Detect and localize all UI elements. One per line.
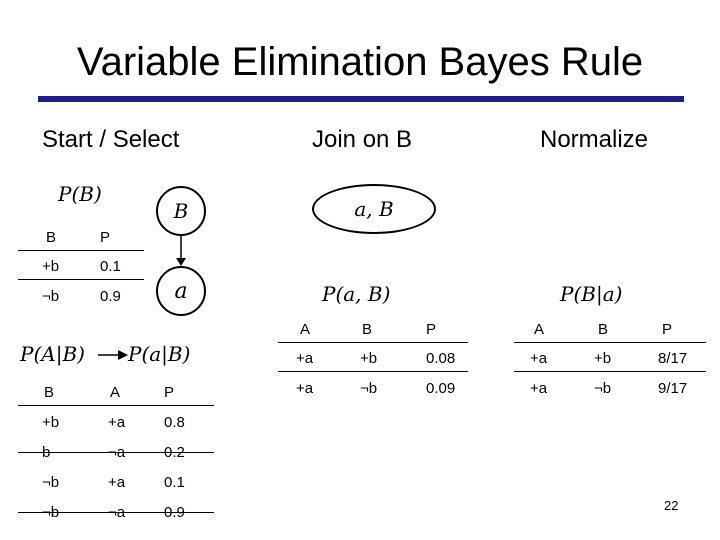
table-header: B: [362, 321, 373, 338]
node-a: a: [156, 266, 206, 316]
table-cell: +a: [530, 350, 548, 367]
strike-through: [18, 512, 214, 513]
node-joined-ab: a, B: [312, 184, 436, 234]
column-heading-normalize: Normalize: [540, 126, 649, 153]
slide-title: Variable Elimination Bayes Rule: [76, 40, 644, 84]
table-cell: +b: [360, 350, 378, 367]
row-divider: [278, 371, 468, 372]
factor-label-normalized: P(B|a): [560, 282, 623, 306]
select-arrow: [98, 350, 128, 360]
node-a-label: a: [174, 278, 188, 304]
node-joined-label: a, B: [354, 197, 394, 221]
column-heading-join: Join on B: [312, 126, 413, 153]
page-number: 22: [664, 498, 679, 513]
table-header: A: [300, 321, 311, 338]
table-cell: ¬b: [594, 380, 612, 397]
table-cell: +a: [296, 350, 314, 367]
table-header: P: [100, 229, 111, 246]
factor-label-pab-selected: P(a|B): [128, 342, 191, 366]
table-cell: ¬b: [42, 474, 60, 491]
table-cell: +a: [108, 474, 126, 491]
table-header: P: [426, 321, 437, 338]
table-header: B: [46, 229, 57, 246]
row-divider: [514, 371, 706, 372]
table-header: A: [110, 384, 121, 401]
table-header: A: [534, 321, 545, 338]
node-b: B: [156, 186, 206, 236]
table-cell: 8/17: [658, 350, 688, 367]
factor-label-joined: P(a, B): [322, 282, 391, 306]
node-b-label: B: [173, 199, 189, 223]
title-underline: [38, 96, 684, 102]
row-divider: [18, 279, 144, 280]
column-heading-start: Start / Select: [42, 126, 180, 153]
table-header: B: [44, 384, 55, 401]
table-cell: 9/17: [658, 380, 688, 397]
table-cell: +a: [296, 380, 314, 397]
table-cell: +b: [594, 350, 612, 367]
table-cell: 0.08: [426, 350, 456, 367]
table-cell: ¬b: [360, 380, 378, 397]
table-header: P: [662, 321, 673, 338]
factor-label-pb: P(B): [58, 182, 102, 206]
row-divider: [18, 250, 144, 251]
table-cell: +a: [530, 380, 548, 397]
edge-b-to-a: [176, 236, 186, 266]
table-cell: +b: [42, 414, 60, 431]
table-cell: 0.9: [100, 288, 121, 305]
table-header: B: [598, 321, 609, 338]
row-divider: [278, 342, 468, 343]
row-divider: [18, 405, 214, 406]
table-cell: +b: [42, 258, 60, 275]
factor-label-pab: P(A|B): [20, 342, 85, 366]
row-divider: [514, 342, 706, 343]
table-cell: 0.1: [164, 474, 185, 491]
table-cell: +a: [108, 414, 126, 431]
strike-through: [18, 452, 214, 453]
table-cell: 0.09: [426, 380, 456, 397]
table-cell: 0.1: [100, 258, 121, 275]
table-header: P: [164, 384, 175, 401]
table-cell: 0.8: [164, 414, 185, 431]
table-cell: ¬b: [42, 288, 60, 305]
